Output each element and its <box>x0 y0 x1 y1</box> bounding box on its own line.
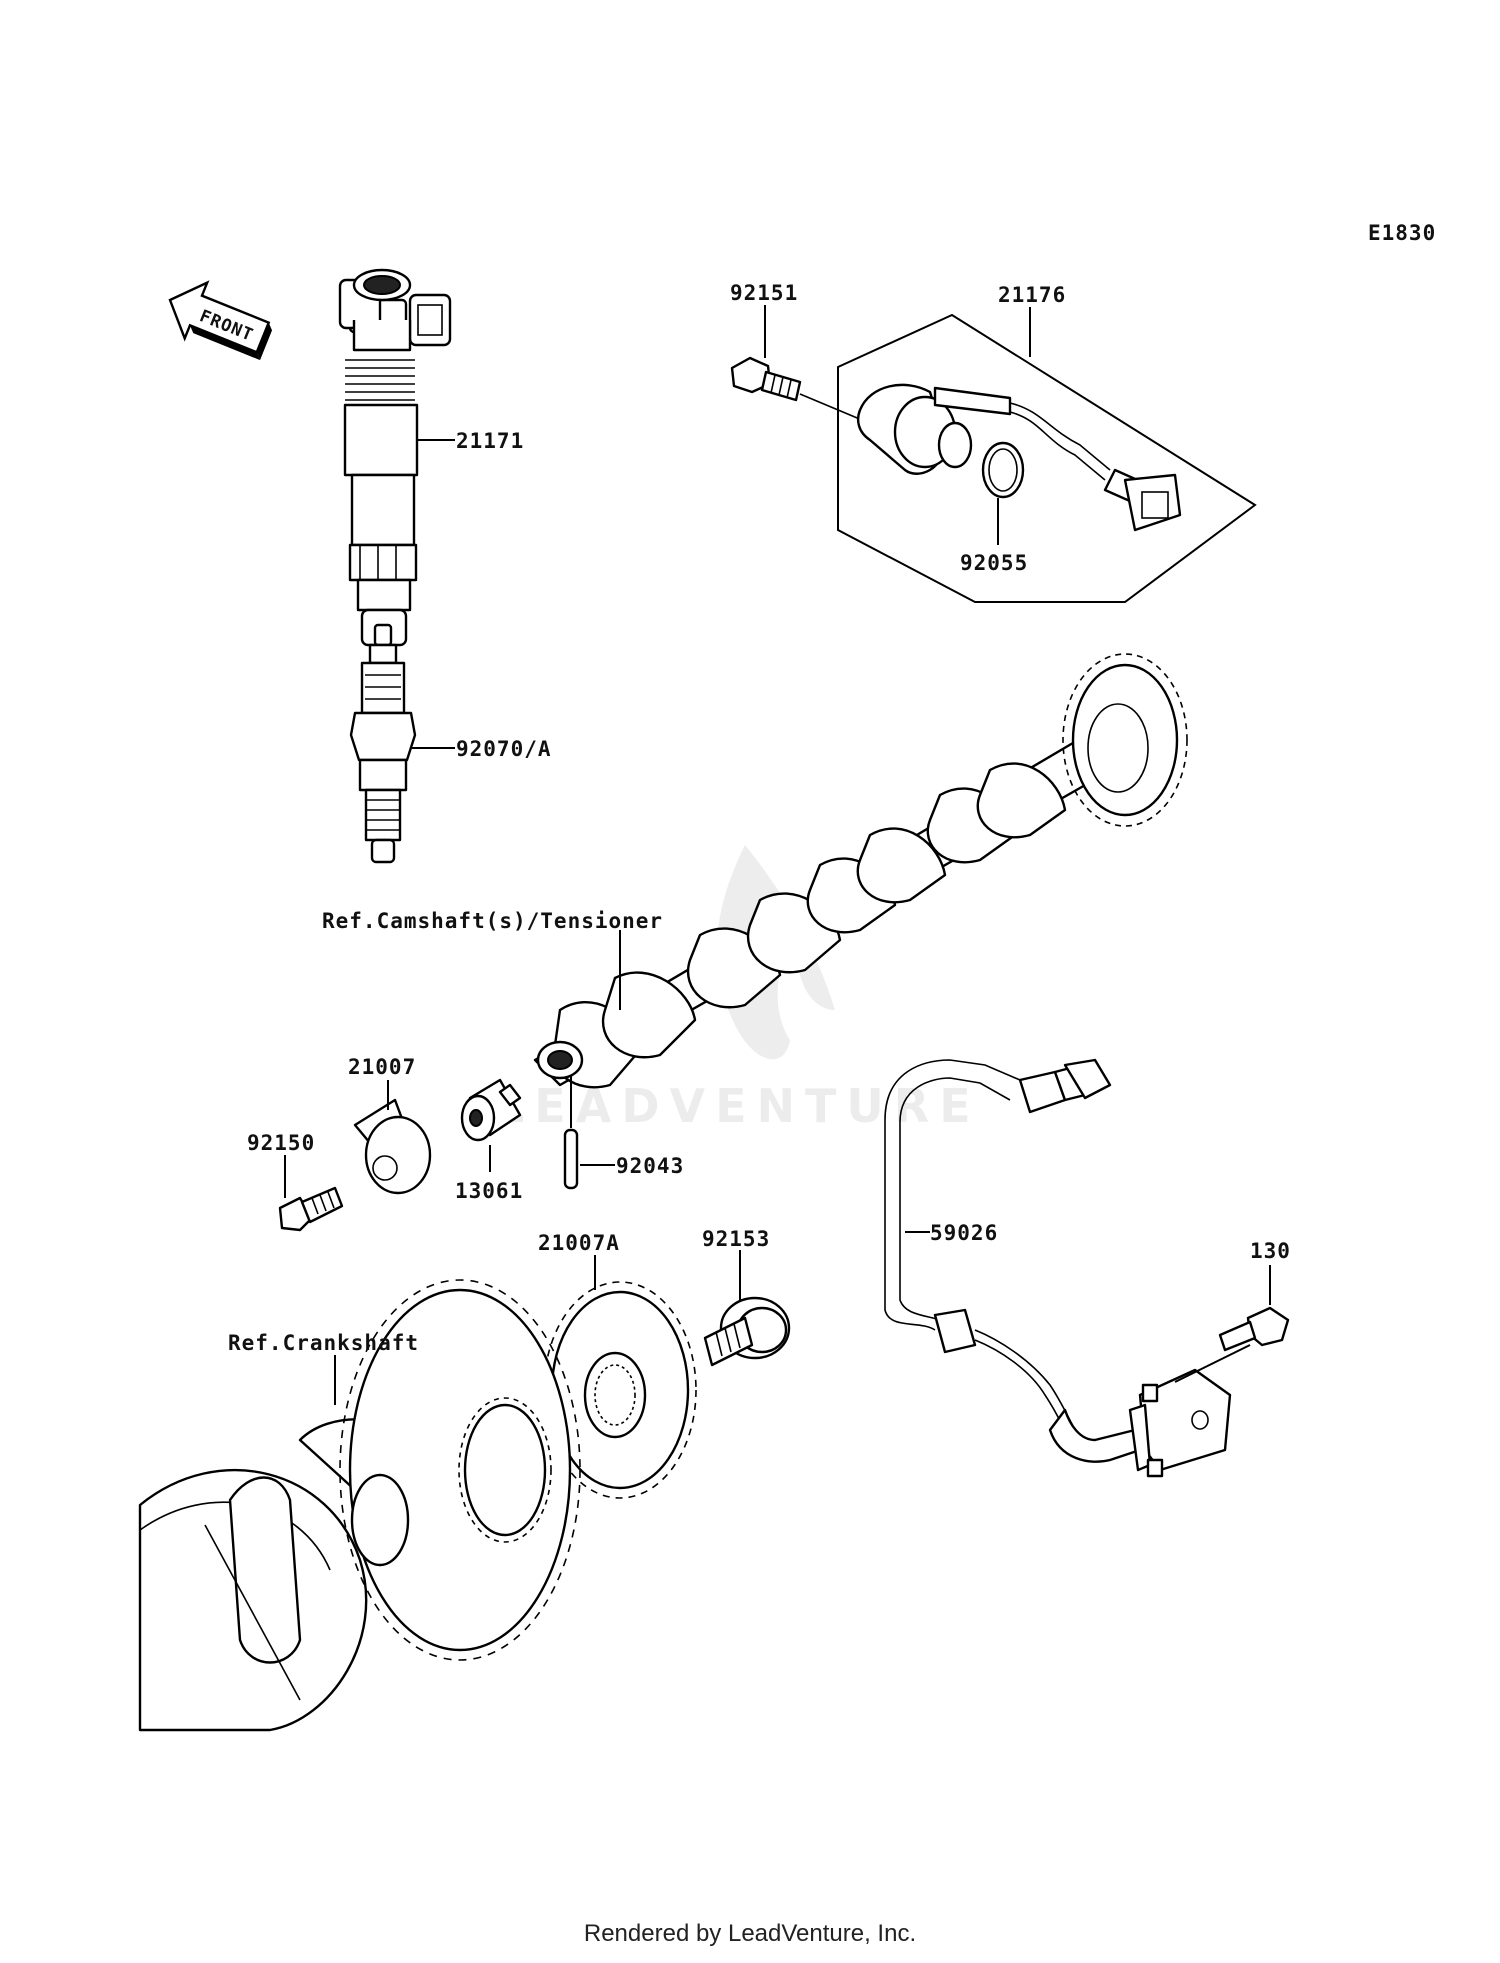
sensor-kit-outline <box>837 313 1257 603</box>
cam-sprocket <box>1062 653 1188 827</box>
rotor-bolt <box>278 1186 344 1232</box>
label-130: 130 <box>1250 1239 1291 1263</box>
flange-bolt <box>703 1296 791 1367</box>
ignition-coil <box>338 268 452 647</box>
label-92055: 92055 <box>960 551 1028 575</box>
footer-credit: Rendered by LeadVenture, Inc. <box>583 1920 917 1947</box>
pickup-coil <box>1128 1368 1232 1478</box>
watermark-text: LEADVENTURE <box>495 1079 981 1133</box>
label-21007A: 21007A <box>538 1231 620 1255</box>
pickup-bolt <box>1218 1306 1290 1352</box>
camshaft-sensor <box>856 383 1182 532</box>
front-arrow-icon: FRONT <box>168 280 273 361</box>
label-crankshaft-ref: Ref.Crankshaft <box>228 1331 419 1355</box>
pin <box>563 1128 579 1190</box>
spacer <box>460 1078 522 1142</box>
label-92151: 92151 <box>730 281 798 305</box>
label-59026: 59026 <box>930 1221 998 1245</box>
label-21007: 21007 <box>348 1055 416 1079</box>
label-21176: 21176 <box>998 283 1066 307</box>
label-92043: 92043 <box>616 1154 684 1178</box>
label-92153: 92153 <box>702 1227 770 1251</box>
camshaft <box>533 653 1188 1089</box>
timing-rotor <box>543 1281 697 1499</box>
pickup-lead <box>884 1058 1142 1463</box>
sensor-bolt <box>730 356 802 402</box>
rotor <box>353 1098 432 1195</box>
crankshaft <box>138 1279 581 1732</box>
diagram-code: E1830 <box>1368 221 1436 245</box>
leader-pickup <box>1174 1344 1251 1383</box>
label-21171: 21171 <box>456 429 524 453</box>
label-92150: 92150 <box>247 1131 315 1155</box>
label-92070A: 92070/A <box>456 737 552 761</box>
spark-plug <box>349 623 417 864</box>
label-camshaft-ref: Ref.Camshaft(s)/Tensioner <box>322 909 663 933</box>
label-13061: 13061 <box>455 1179 523 1203</box>
